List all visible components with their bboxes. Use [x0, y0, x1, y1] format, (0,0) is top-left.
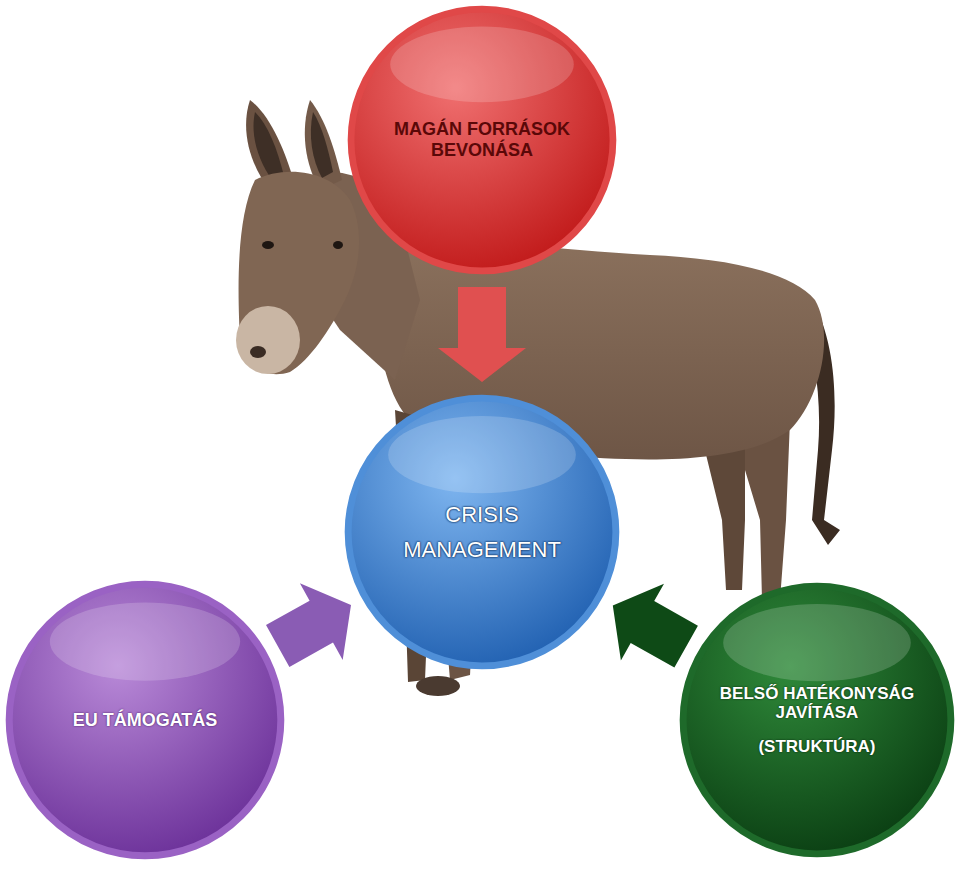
- node-label: CRISIS MANAGEMENT: [377, 497, 587, 567]
- block-arrow: [266, 583, 351, 667]
- node-label: (STRUKTÚRA): [758, 737, 875, 757]
- central-circle: CRISIS MANAGEMENT: [344, 394, 620, 670]
- text-area: CRISIS MANAGEMENT: [377, 427, 587, 637]
- source-circle: BELSŐ HATÉKONYSÁG JAVÍTÁSA (STRUKTÚRA): [679, 582, 955, 858]
- source-circle: EU TÁMOGATÁS: [5, 580, 285, 860]
- node-label: MAGÁN FORRÁSOK BEVONÁSA: [379, 119, 584, 160]
- node-label: BELSŐ HATÉKONYSÁG JAVÍTÁSA: [712, 684, 922, 723]
- text-area: BELSŐ HATÉKONYSÁG JAVÍTÁSA (STRUKTÚRA): [712, 615, 922, 825]
- circle-shape: [344, 394, 620, 670]
- source-circle: MAGÁN FORRÁSOK BEVONÁSA: [347, 5, 617, 275]
- node-label: EU TÁMOGATÁS: [73, 710, 218, 731]
- text-area: EU TÁMOGATÁS: [39, 614, 252, 827]
- text-area: MAGÁN FORRÁSOK BEVONÁSA: [379, 37, 584, 242]
- block-arrow: [438, 287, 526, 382]
- block-arrow: [613, 584, 698, 668]
